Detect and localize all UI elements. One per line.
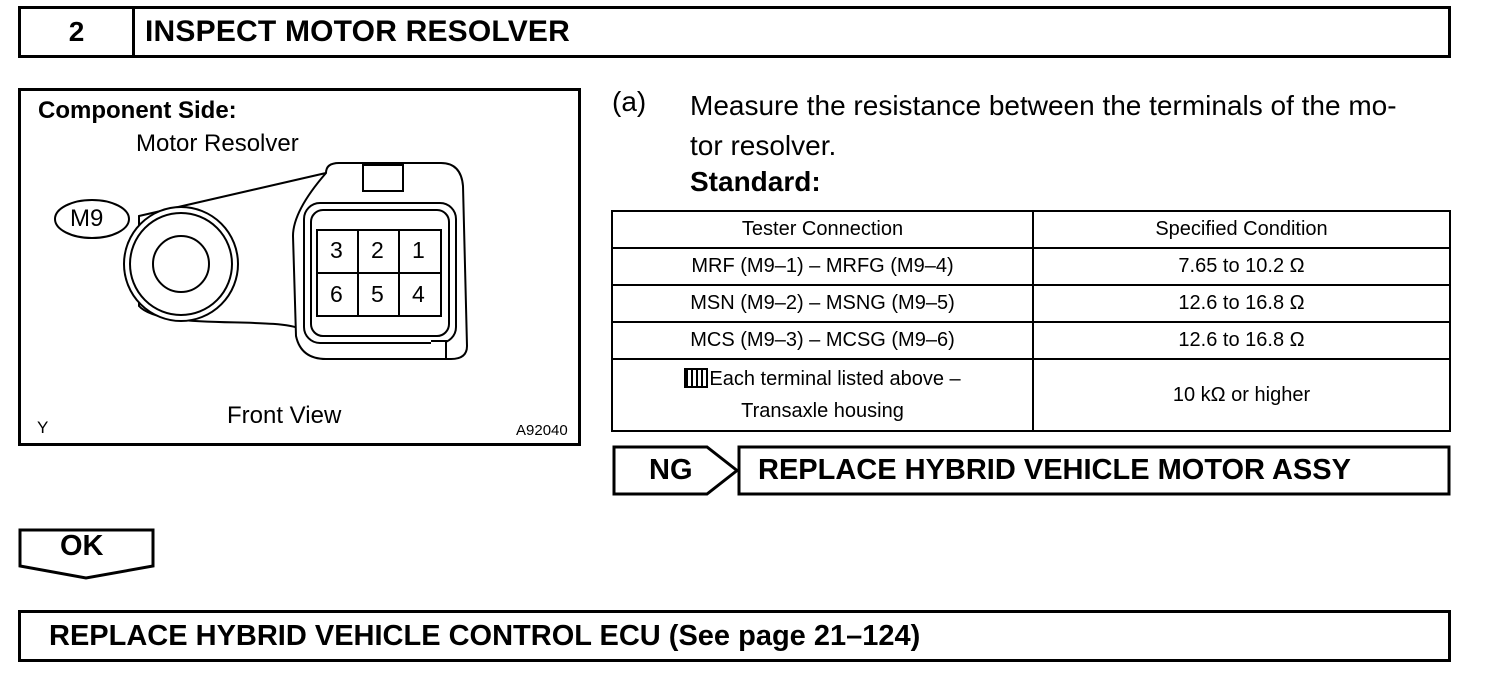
step-header: 2 INSPECT MOTOR RESOLVER [18,6,1451,58]
table-row: MSN (M9–2) – MSNG (M9–5) 12.6 to 16.8 Ω [611,284,1451,323]
ng-label: NG [649,454,693,486]
terminal-5: 5 [371,281,384,307]
table-row: MRF (M9–1) – MRFG (M9–4) 7.65 to 10.2 Ω [611,247,1451,286]
terminal-6: 6 [330,281,343,307]
table-row: Each terminal listed above – Transaxle h… [611,358,1451,432]
row-connection-line-2: Transaxle housing [741,400,904,422]
header-tester-connection: Tester Connection [611,210,1034,249]
standard-label: Standard: [690,166,821,197]
step-a-label: (a) [612,86,647,117]
terminal-4: 4 [412,281,425,307]
step-a-line-2: tor resolver. [690,130,837,161]
row-connection: MRF (M9–1) – MRFG (M9–4) [611,247,1034,286]
ng-result-box [612,445,1451,496]
row-connection: Each terminal listed above – Transaxle h… [611,358,1034,432]
terminal-1: 1 [412,237,425,263]
connector-figure: Component Side: Motor Resolver M9 3 2 1 … [18,88,581,446]
connector-id-label: M9 [70,205,104,232]
ok-arrow [18,528,155,580]
motor-resolver-drawing [54,162,469,360]
figure-corner-code: Y [37,418,49,437]
table-header-row: Tester Connection Specified Condition [611,210,1451,249]
row-condition: 12.6 to 16.8 Ω [1032,321,1451,360]
row-condition: 10 kΩ or higher [1032,358,1451,432]
ng-action: REPLACE HYBRID VEHICLE MOTOR ASSY [758,454,1351,486]
step-number: 2 [21,9,135,55]
figure-caption: Front View [227,402,342,429]
step-a-text: Measure the resistance between the termi… [690,86,1450,166]
row-connection: MCS (M9–3) – MCSG (M9–6) [611,321,1034,360]
header-specified-condition: Specified Condition [1032,210,1451,249]
row-connection-line-1: Each terminal listed above – [709,368,961,390]
figure-subheading: Motor Resolver [136,130,299,157]
row-condition: 12.6 to 16.8 Ω [1032,284,1451,323]
spec-table: Tester Connection Specified Condition MR… [611,210,1451,432]
figure-heading: Component Side: [38,97,237,124]
terminal-3: 3 [330,237,343,263]
final-action: REPLACE HYBRID VEHICLE CONTROL ECU (See … [18,610,1451,662]
note-icon [684,367,709,388]
ok-label: OK [60,530,104,562]
figure-code: A92040 [516,422,568,439]
row-connection: MSN (M9–2) – MSNG (M9–5) [611,284,1034,323]
table-row: MCS (M9–3) – MCSG (M9–6) 12.6 to 16.8 Ω [611,321,1451,360]
terminal-2: 2 [371,237,384,263]
step-a-line-1: Measure the resistance between the termi… [690,90,1397,121]
row-condition: 7.65 to 10.2 Ω [1032,247,1451,286]
step-title: INSPECT MOTOR RESOLVER [145,15,571,48]
